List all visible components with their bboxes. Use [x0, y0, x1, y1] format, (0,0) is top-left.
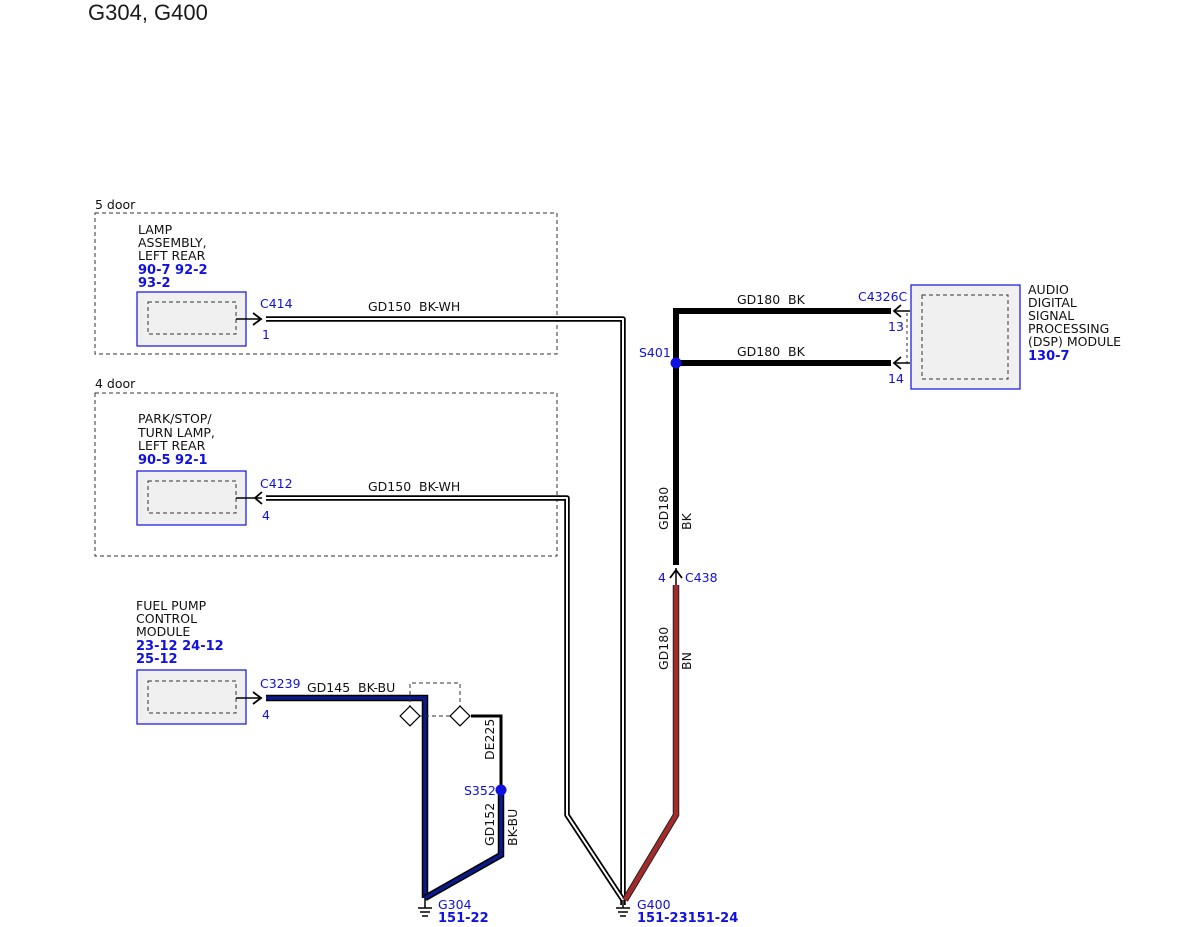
connector-c412[interactable]: C412 4 — [236, 476, 293, 523]
connector-c438[interactable]: C438 4 — [658, 568, 718, 585]
c414-pin: 1 — [262, 327, 270, 342]
de225-circuit: DE225 — [482, 719, 497, 760]
fuel-pump-control-module[interactable]: FUEL PUMP CONTROL MODULE 23-12 24-12 25-… — [136, 598, 247, 725]
lamp-lr-label-2: ASSEMBLY, — [138, 235, 207, 250]
gd180-vertical-circuit: GD180 — [656, 487, 671, 530]
four-door-label: 4 door — [95, 376, 136, 391]
ground-g400[interactable]: G400 151-23151-24 — [616, 897, 738, 926]
c3239-name: C3239 — [260, 676, 301, 691]
gd180-top-color: BK — [788, 292, 806, 307]
wire-gd145[interactable]: GD145 BK-BU — [266, 680, 429, 898]
four-door-group: 4 door — [94, 376, 558, 557]
wire-gd150-mid[interactable]: GD150 BK-WH — [266, 479, 626, 902]
gd150-top-color: BK-WH — [419, 299, 460, 314]
fuel-pump-ref-1[interactable]: 23-12 24-12 — [136, 639, 224, 654]
gd150-mid-circuit: GD150 — [368, 479, 411, 494]
gd145-circuit: GD145 — [307, 680, 350, 695]
fuel-pump-label-2: CONTROL — [136, 611, 197, 626]
gd180-second-circuit: GD180 — [737, 344, 780, 359]
wire-gd180-second[interactable]: GD180 BK — [676, 344, 891, 366]
connector-c414[interactable]: C414 1 — [236, 296, 293, 342]
s352-label: S352 — [464, 783, 496, 798]
wire-gd180-vertical[interactable]: GD180 BK — [656, 363, 694, 565]
dsp-label-4: PROCESSING — [1028, 321, 1109, 336]
c438-name: C438 — [685, 570, 718, 585]
gd180-top-circuit: GD180 — [737, 292, 780, 307]
lamp-lr-label-1: LAMP — [138, 222, 173, 237]
gd180-brown-color: BN — [679, 652, 694, 670]
wire-gd180-top[interactable]: GD180 BK — [673, 292, 891, 363]
park-lamp-ref-1[interactable]: 90-5 92-1 — [138, 453, 208, 468]
park-stop-turn-lamp-left-rear[interactable]: PARK/STOP/ TURN LAMP, LEFT REAR 90-5 92-… — [136, 411, 247, 526]
g400-name: G400 — [637, 897, 671, 912]
five-door-group: 5 door — [94, 197, 558, 355]
lamp-assembly-left-rear[interactable]: LAMP ASSEMBLY, LEFT REAR 90-7 92-2 93-2 — [136, 222, 247, 347]
c4326c-name: C4326C — [858, 289, 908, 304]
lamp-lr-ref-1[interactable]: 90-7 92-2 — [138, 263, 208, 278]
wire-gd150-top[interactable]: GD150 BK-WH — [266, 299, 626, 905]
park-lamp-label-2: TURN LAMP, — [137, 425, 215, 440]
connector-c4326c[interactable]: C4326C 13 14 — [858, 289, 910, 386]
gd180-second-color: BK — [788, 344, 806, 359]
gd150-mid-color: BK-WH — [419, 479, 460, 494]
c412-pin: 4 — [262, 508, 270, 523]
gd150-top-circuit: GD150 — [368, 299, 411, 314]
gd152-color: BK-BU — [505, 809, 520, 846]
lamp-lr-ref-2[interactable]: 93-2 — [138, 276, 171, 291]
park-lamp-label-1: PARK/STOP/ — [138, 411, 212, 426]
c412-name: C412 — [260, 476, 293, 491]
c4326c-pin-14: 14 — [888, 371, 904, 386]
splice-s401[interactable]: S401 — [639, 345, 682, 369]
splice-s352[interactable]: S352 — [464, 783, 507, 798]
fuel-pump-label-1: FUEL PUMP — [136, 598, 207, 613]
page-title: G304, G400 — [88, 0, 208, 25]
shield-dashed-box — [399, 682, 471, 727]
fuel-pump-label-3: MODULE — [136, 624, 190, 639]
wire-de225[interactable]: DE225 — [471, 714, 503, 790]
connector-c3239[interactable]: C3239 4 — [236, 676, 301, 722]
ground-g304[interactable]: G304 151-22 — [418, 897, 489, 926]
dsp-label-1: AUDIO — [1028, 282, 1069, 297]
wire-gd180-brown[interactable]: GD180 BN — [622, 585, 694, 902]
g400-ref[interactable]: 151-23151-24 — [637, 911, 738, 926]
c3239-pin: 4 — [262, 707, 270, 722]
five-door-label: 5 door — [95, 197, 136, 212]
gd145-color: BK-BU — [358, 680, 395, 695]
gd180-vertical-color: BK — [679, 512, 694, 530]
wire-gd152[interactable]: GD152 BK-BU — [423, 790, 520, 901]
audio-dsp-module[interactable]: AUDIO DIGITAL SIGNAL PROCESSING (DSP) MO… — [903, 282, 1121, 390]
s401-label: S401 — [639, 345, 671, 360]
g304-ref[interactable]: 151-22 — [438, 911, 489, 926]
g304-name: G304 — [438, 897, 472, 912]
lamp-lr-label-3: LEFT REAR — [138, 248, 206, 263]
dsp-label-5: (DSP) MODULE — [1028, 334, 1121, 349]
fuel-pump-ref-2[interactable]: 25-12 — [136, 652, 178, 667]
gd152-circuit: GD152 — [482, 803, 497, 846]
c438-pin: 4 — [658, 570, 666, 585]
dsp-ref-1[interactable]: 130-7 — [1028, 349, 1070, 364]
dsp-label-2: DIGITAL — [1028, 295, 1077, 310]
c4326c-pin-13: 13 — [888, 319, 904, 334]
park-lamp-label-3: LEFT REAR — [138, 438, 206, 453]
gd180-brown-circuit: GD180 — [656, 627, 671, 670]
c414-name: C414 — [260, 296, 293, 311]
dsp-label-3: SIGNAL — [1028, 308, 1074, 323]
